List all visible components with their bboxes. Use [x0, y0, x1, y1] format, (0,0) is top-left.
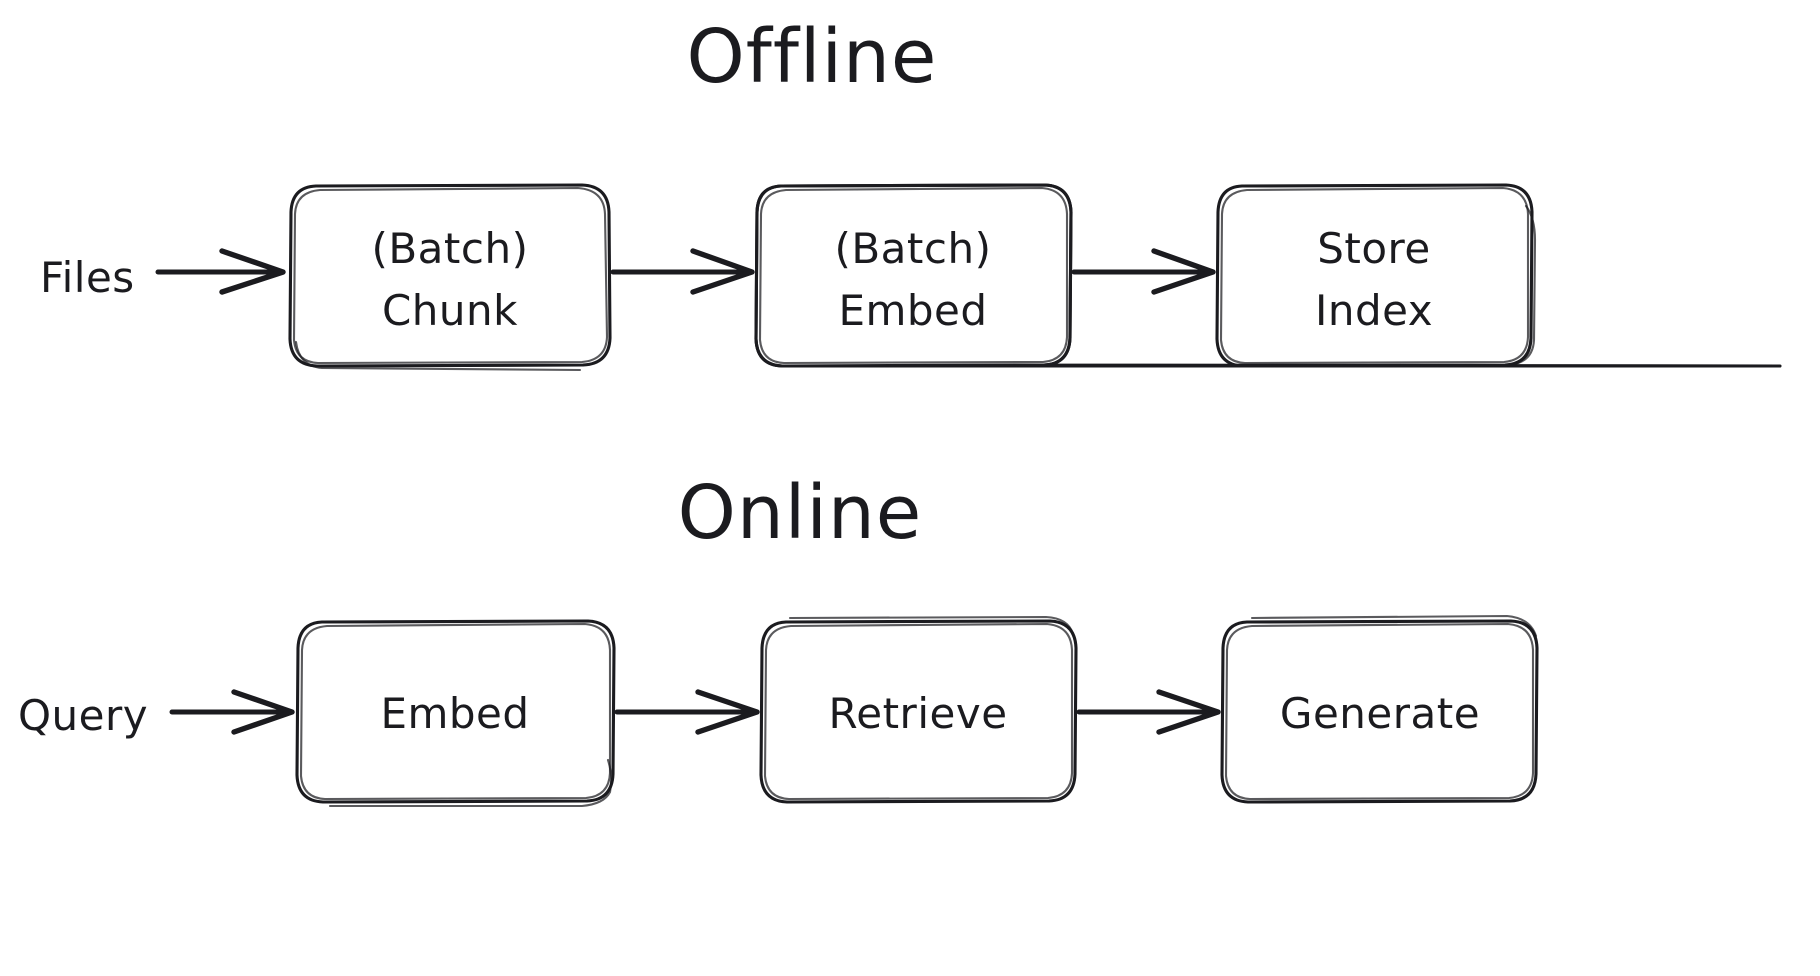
node-embed-label: Embed: [380, 689, 529, 738]
node-embed[interactable]: Embed: [295, 619, 616, 808]
arrow-files-to-batch-chunk: [155, 248, 286, 295]
node-store-index[interactable]: Store Index: [1215, 183, 1537, 368]
offline-section: Offline Files (Batch) Chunk: [40, 14, 1782, 372]
node-retrieve[interactable]: Retrieve: [759, 615, 1078, 804]
online-input-label: Query: [18, 691, 148, 740]
arrow-retrieve-to-generate: [1076, 689, 1221, 735]
node-batch-embed[interactable]: (Batch) Embed: [754, 183, 1782, 368]
offline-heading: Offline: [687, 14, 938, 100]
arrow-embed-to-retrieve: [614, 689, 760, 735]
online-section: Online Query Embed: [18, 470, 1539, 808]
node-generate-label: Generate: [1280, 689, 1480, 738]
node-store-index-line-1: Store: [1317, 224, 1431, 273]
online-heading: Online: [678, 470, 923, 556]
node-batch-chunk[interactable]: (Batch) Chunk: [288, 183, 612, 372]
node-retrieve-label: Retrieve: [828, 689, 1007, 738]
arrow-query-to-embed: [169, 689, 295, 735]
node-batch-embed-line-1: (Batch): [834, 224, 991, 273]
offline-input-label: Files: [40, 253, 135, 302]
node-batch-chunk-line-1: (Batch): [371, 224, 528, 273]
node-store-index-line-2: Index: [1315, 286, 1433, 335]
arrow-batch-embed-to-store-index: [1071, 248, 1216, 295]
node-batch-embed-line-2: Embed: [838, 286, 987, 335]
arrow-batch-chunk-to-batch-embed: [610, 248, 755, 295]
node-batch-chunk-line-2: Chunk: [382, 286, 518, 335]
node-generate[interactable]: Generate: [1220, 614, 1539, 804]
